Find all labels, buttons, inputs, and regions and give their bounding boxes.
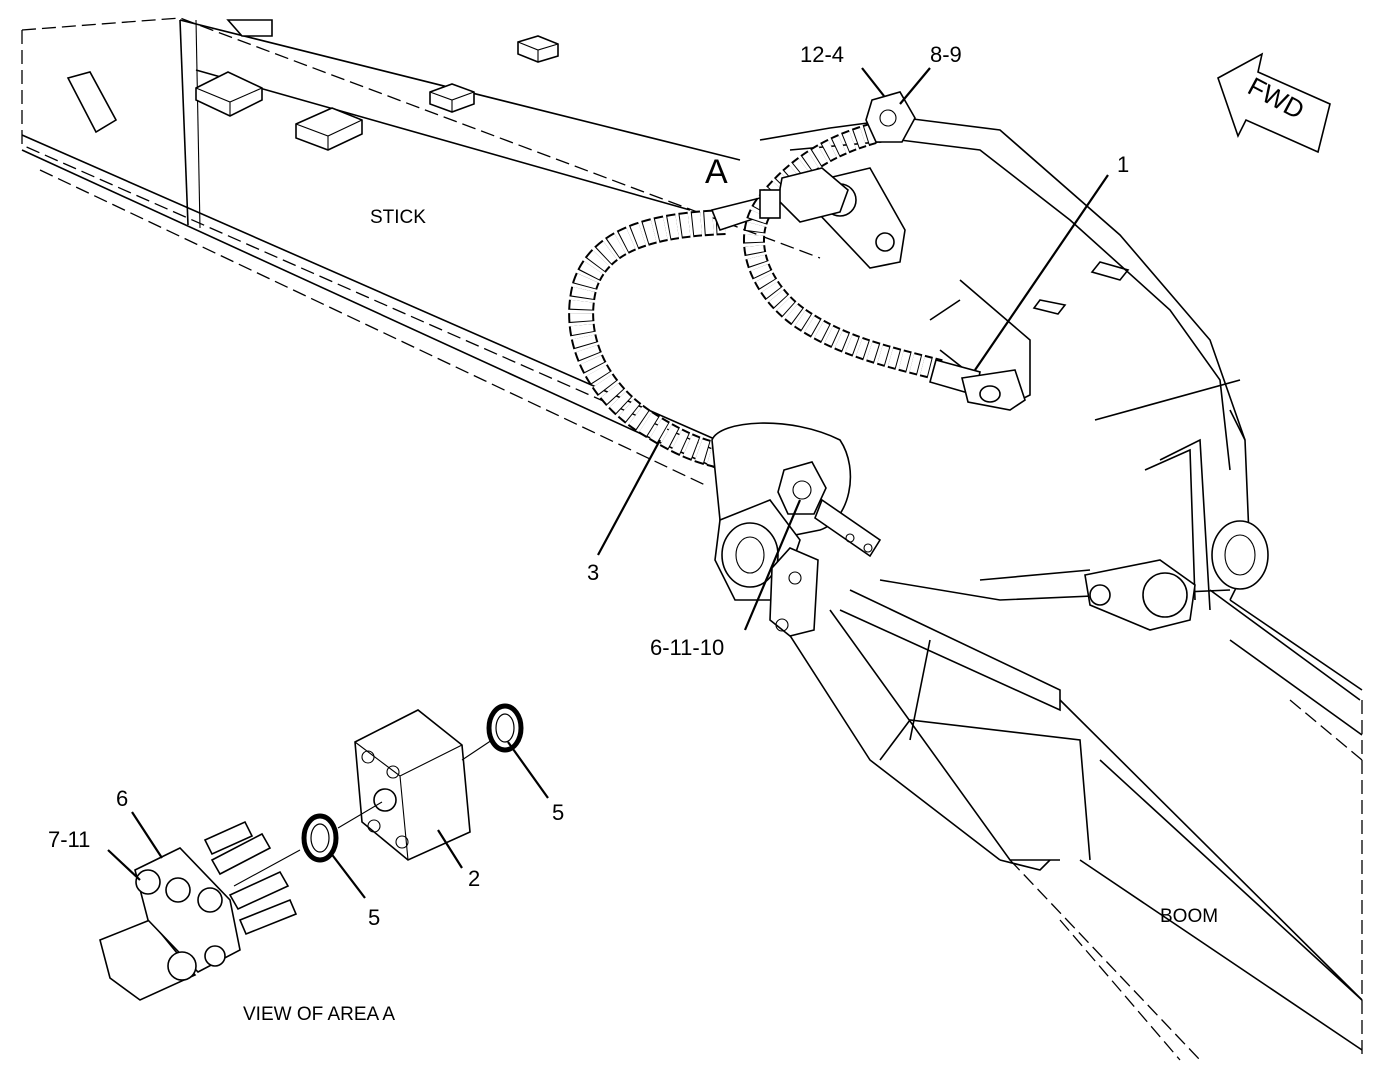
fwd-direction-arrow: FWD [1217, 52, 1331, 154]
callout-12-4: 12-4 [800, 42, 844, 67]
stick-label: STICK [370, 207, 426, 228]
boom-pin [1084, 520, 1269, 631]
adapter-block [354, 709, 471, 861]
o-ring-left [301, 813, 339, 863]
callout-8-9: 8-9 [930, 42, 962, 67]
lower-bracket [711, 422, 882, 637]
upper-fitting [865, 91, 916, 143]
callout-6-11-10: 6-11-10 [650, 635, 724, 660]
callout-1: 1 [1117, 152, 1129, 177]
callout-5-right: 5 [552, 800, 564, 825]
stick-bracket-blocks [66, 19, 559, 151]
view-of-area-a-label: VIEW OF AREA A [243, 1004, 395, 1025]
callout-6: 6 [116, 786, 128, 811]
callout-3: 3 [587, 560, 599, 585]
flange-assembly [134, 820, 298, 981]
hose-assembly-1 [742, 117, 1026, 411]
leader-lines [107, 67, 1109, 899]
boom-label: BOOM [1160, 906, 1218, 927]
view-of-area-a [99, 703, 524, 1001]
area-a-marker: A [705, 153, 728, 191]
boom-structure [759, 117, 1363, 1061]
callout-5-left: 5 [368, 905, 380, 930]
stick-structure [21, 17, 821, 486]
o-ring-right [486, 703, 524, 753]
callout-7-11: 7-11 [48, 827, 90, 852]
area-a-fitting [759, 167, 849, 223]
callout-2: 2 [468, 866, 480, 891]
